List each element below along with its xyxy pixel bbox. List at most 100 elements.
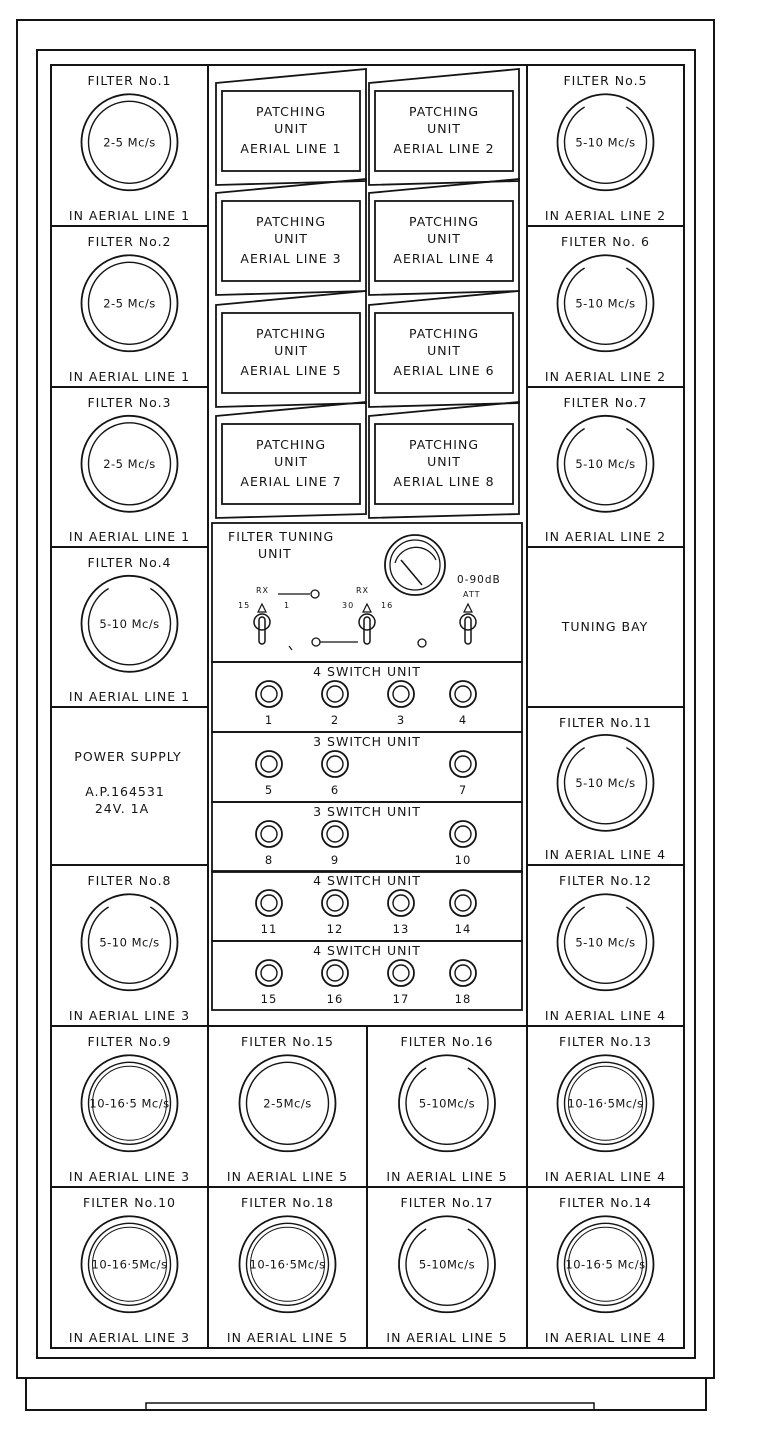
filter-cell: FILTER No.45-10 Mc/sIN AERIAL LINE 1	[69, 555, 190, 704]
filter-title: FILTER No.16	[401, 1034, 494, 1049]
switch-number-label: 13	[393, 922, 410, 936]
rotary-switch-knob[interactable]	[449, 889, 477, 917]
patching-unit-plate	[221, 200, 361, 282]
filter-title: FILTER No.17	[401, 1195, 494, 1210]
attenuator-toggle[interactable]	[459, 602, 477, 645]
filter-frequency: 2-5 Mc/s	[103, 135, 156, 149]
filter-aerial-line: IN AERIAL LINE 2	[545, 529, 666, 544]
rotary-switch-knob[interactable]	[255, 680, 283, 708]
rotary-switch-knob[interactable]	[255, 820, 283, 848]
filter-aerial-line: IN AERIAL LINE 1	[69, 689, 190, 704]
filter-cell: FILTER No.152-5Mc/sIN AERIAL LINE 5	[227, 1034, 348, 1184]
rotary-switch-knob[interactable]	[387, 680, 415, 708]
filter-aerial-line: IN AERIAL LINE 2	[545, 208, 666, 223]
filter-cells: FILTER No.12-5 Mc/sIN AERIAL LINE 1FILTE…	[69, 73, 666, 1345]
filter-dial-outer-ring	[556, 93, 655, 192]
filter-frequency: 5-10 Mc/s	[575, 135, 635, 149]
rotary-switch-knob[interactable]	[449, 680, 477, 708]
filter-dial-outer-ring	[556, 1215, 655, 1314]
filter-dial-inner-ring	[87, 261, 172, 345]
rx-selector-right-toggle[interactable]	[358, 602, 376, 645]
rotary-switch-knob[interactable]	[255, 889, 283, 917]
switch-number-label: 8	[265, 853, 273, 867]
switch-number-label: 6	[331, 783, 339, 797]
filter-frequency: 10-16·5 Mc/s	[89, 1096, 169, 1110]
patching-unit-aerial-line: AERIAL LINE 1	[240, 141, 341, 156]
filter-dial-core-ring	[568, 1065, 643, 1141]
rotary-switch-knob[interactable]	[387, 889, 415, 917]
att-range-label: 0-90dB	[457, 574, 501, 586]
filter-aerial-line: IN AERIAL LINE 3	[69, 1330, 190, 1345]
rotary-switch-knob[interactable]	[255, 750, 283, 778]
patching-unit-aerial-line: AERIAL LINE 6	[393, 363, 494, 378]
patching-unit-aerial-line: AERIAL LINE 4	[393, 251, 494, 266]
filter-cell: FILTER No.125-10 Mc/sIN AERIAL LINE 4	[545, 873, 665, 1023]
filter-dial-inner-ring	[245, 1222, 330, 1306]
rotary-switch-knob[interactable]	[321, 820, 349, 848]
filter-aerial-line: IN AERIAL LINE 5	[227, 1169, 348, 1184]
patching-unit-frame	[215, 401, 367, 519]
filter-frequency: 2-5 Mc/s	[103, 296, 156, 310]
att-label: ATT	[463, 590, 480, 599]
filter-frequency: 5-10 Mc/s	[575, 935, 635, 949]
rotary-switch-knob[interactable]	[449, 750, 477, 778]
indicator-lamp-icon	[417, 638, 427, 648]
switch-unit: 3 SWITCH UNIT 5 6 7	[211, 731, 523, 803]
rotary-switch-knob[interactable]	[321, 959, 349, 987]
power-supply-panel: POWER SUPPLY A.P.164531 24V. 1A	[74, 749, 180, 816]
rotary-switch-knob[interactable]	[255, 959, 283, 987]
filter-title: FILTER No.13	[559, 1034, 652, 1049]
filter-title: FILTER No.1	[87, 73, 171, 88]
filter-dial-inner-ring	[405, 1067, 489, 1145]
filter-cell: FILTER No.165-10Mc/sIN AERIAL LINE 5	[386, 1034, 506, 1184]
power-supply-rating: 24V. 1A	[95, 801, 149, 816]
filter-aerial-line: IN AERIAL LINE 3	[69, 1008, 190, 1023]
filter-frequency: 5-10Mc/s	[419, 1257, 475, 1271]
filter-dial-outer-ring	[556, 254, 655, 353]
switch-number-label: 16	[327, 992, 344, 1006]
filter-cell: FILTER No.910-16·5 Mc/sIN AERIAL LINE 3	[69, 1034, 189, 1184]
switch-number-label: 5	[265, 783, 273, 797]
rx-right-low-label: 30	[342, 601, 354, 610]
filter-frequency: 2-5 Mc/s	[103, 457, 156, 471]
filter-aerial-line: IN AERIAL LINE 2	[545, 369, 666, 384]
filter-dial-outer-ring	[556, 733, 655, 832]
patching-unit-plate	[374, 200, 514, 282]
rotary-switch-knob[interactable]	[321, 889, 349, 917]
filter-dial-core-ring	[92, 1226, 167, 1302]
rotary-switch-knob[interactable]	[387, 959, 415, 987]
filter-title: FILTER No.7	[563, 395, 647, 410]
rotary-switch-knob[interactable]	[321, 750, 349, 778]
filter-aerial-line: IN AERIAL LINE 1	[69, 529, 190, 544]
cabinet-outline	[16, 19, 715, 1411]
tuning-unit-title-line1: FILTER TUNING	[228, 529, 334, 544]
patching-unit-label: PATCHING	[256, 326, 326, 341]
filter-dial-inner-ring	[563, 1222, 648, 1306]
rx-selector-left-toggle[interactable]	[253, 602, 271, 645]
switch-unit-title: 3 SWITCH UNIT	[313, 734, 421, 749]
patching-unit-label: UNIT	[427, 121, 461, 136]
switch-number-label: 7	[459, 783, 467, 797]
switch-unit-title: 4 SWITCH UNIT	[313, 943, 421, 958]
filter-aerial-line: IN AERIAL LINE 5	[227, 1330, 348, 1345]
rotary-switch-knob[interactable]	[449, 959, 477, 987]
tuning-unit-title-line2: UNIT	[258, 546, 292, 561]
rotary-switch-knob[interactable]	[321, 680, 349, 708]
rotary-switch-knob[interactable]	[449, 820, 477, 848]
filter-dial-inner-ring	[87, 100, 172, 184]
filter-cell: FILTER No.55-10 Mc/sIN AERIAL LINE 2	[545, 73, 666, 223]
patching-unit-aerial-line: AERIAL LINE 5	[240, 363, 341, 378]
filter-frequency: 10-16·5 Mc/s	[565, 1257, 645, 1271]
switch-unit-frame	[211, 801, 523, 873]
filter-dial-inner-ring	[563, 427, 648, 506]
filter-frequency: 5-10 Mc/s	[575, 457, 635, 471]
filter-aerial-line: IN AERIAL LINE 5	[386, 1330, 507, 1345]
